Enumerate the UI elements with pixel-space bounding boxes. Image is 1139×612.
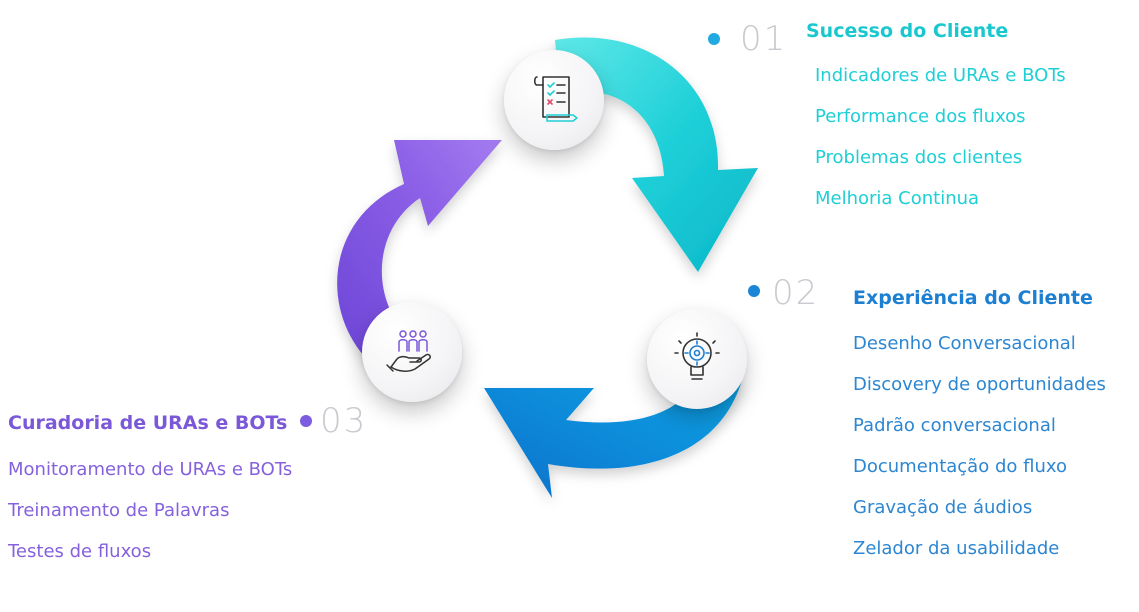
list-item: Padrão conversacional <box>853 415 1056 436</box>
step-2-number: 02 <box>772 273 820 313</box>
arrow-step-1 <box>555 37 758 273</box>
list-item: Testes de fluxos <box>8 541 152 562</box>
list-item: Melhoria Continua <box>815 188 980 209</box>
list-item: Performance dos fluxos <box>815 106 1026 127</box>
list-item: Documentação do fluxo <box>853 456 1067 477</box>
step-2-circle <box>647 309 747 409</box>
list-item: Treinamento de Palavras <box>8 500 230 521</box>
list-item: Problemas dos clientes <box>815 147 1023 168</box>
step-2-title: Experiência do Cliente <box>853 287 1093 309</box>
arrow-step-2 <box>484 370 742 498</box>
step-1-dot <box>708 33 720 45</box>
step-1-circle <box>504 50 604 150</box>
list-item: Zelador da usabilidade <box>853 538 1060 559</box>
step-1-number: 01 <box>740 19 788 59</box>
checklist-icon <box>533 76 578 122</box>
arrow-step-3 <box>337 140 502 370</box>
step-3-number: 03 <box>320 401 368 441</box>
step-3-list: Monitoramento de URAs e BOTs Treinamento… <box>8 456 292 579</box>
step-2-list: Desenho Conversacional Discovery de opor… <box>853 330 1106 576</box>
list-item: Discovery de oportunidades <box>853 374 1106 395</box>
step-3-circle <box>362 302 462 402</box>
step-3-title: Curadoria de URAs e BOTs <box>8 412 288 434</box>
step-2-dot <box>748 285 760 297</box>
list-item: Monitoramento de URAs e BOTs <box>8 459 293 480</box>
step-1-title: Sucesso do Cliente <box>806 20 1009 42</box>
list-item: Indicadores de URAs e BOTs <box>815 65 1066 86</box>
step-1-list: Indicadores de URAs e BOTs Performance d… <box>815 62 1066 226</box>
hand-people-icon <box>386 330 431 372</box>
lightbulb-gear-icon <box>674 332 720 380</box>
list-item: Desenho Conversacional <box>853 333 1076 354</box>
step-3-dot <box>300 415 312 427</box>
list-item: Gravação de áudios <box>853 497 1033 518</box>
